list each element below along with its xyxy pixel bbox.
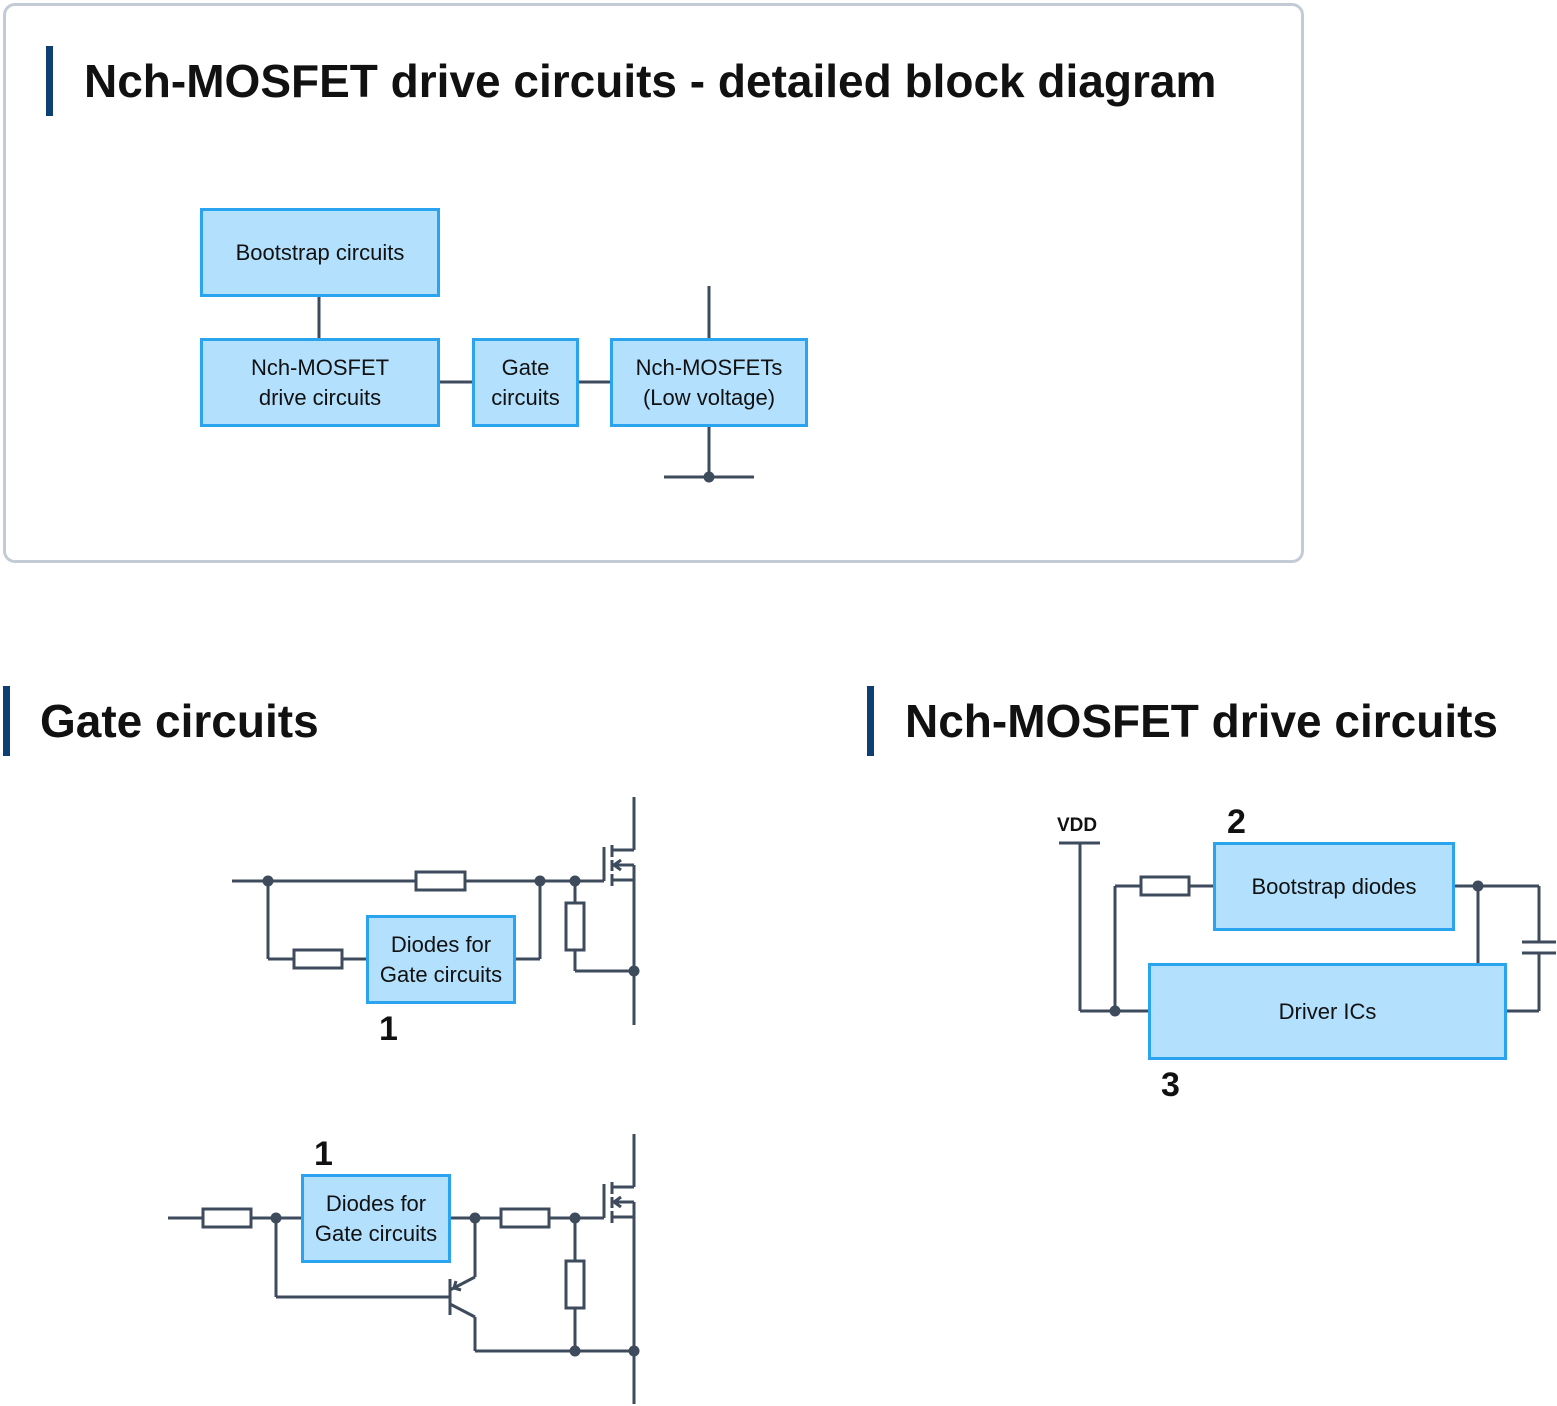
gate-section-accent-bar (3, 686, 10, 756)
block-diagram-title: Nch-MOSFET drive circuits - detailed blo… (84, 55, 1217, 107)
bootstrap-resistor (1139, 875, 1191, 897)
gate-a-pulldown-resistor (564, 901, 586, 952)
gate-b-input-resistor (201, 1207, 253, 1229)
nch-mosfet-drive-circuits-block: Nch-MOSFET drive circuits (200, 338, 440, 427)
title-accent-bar (46, 46, 53, 116)
gate-a-callout-number: 1 (379, 1010, 398, 1048)
gate-a-diodes-block: Diodes for Gate circuits (366, 915, 516, 1004)
bootstrap-circuits-block: Bootstrap circuits (200, 208, 440, 297)
bootstrap-diodes-block: Bootstrap diodes (1213, 842, 1455, 931)
driver-ics-block: Driver ICs (1148, 963, 1507, 1060)
driver-callout-number: 3 (1161, 1066, 1180, 1104)
drive-section-accent-bar (867, 686, 874, 756)
gate-a-diode-resistor (292, 948, 344, 970)
gate-b-pulldown-resistor (564, 1259, 586, 1310)
gate-section-title: Gate circuits (40, 695, 319, 747)
nch-mosfets-block: Nch-MOSFETs (Low voltage) (610, 338, 808, 427)
gate-b-callout-number: 1 (314, 1135, 333, 1173)
gate-circuits-block: Gate circuits (472, 338, 579, 427)
gate-b-diodes-block: Diodes for Gate circuits (301, 1174, 451, 1263)
gate-a-series-resistor (414, 870, 467, 892)
vdd-label: VDD (1057, 815, 1098, 836)
bootstrap-callout-number: 2 (1227, 803, 1246, 841)
block-diagram-panel (3, 3, 1304, 563)
gate-b-series-resistor (499, 1207, 551, 1229)
drive-section-title: Nch-MOSFET drive circuits (905, 695, 1499, 747)
